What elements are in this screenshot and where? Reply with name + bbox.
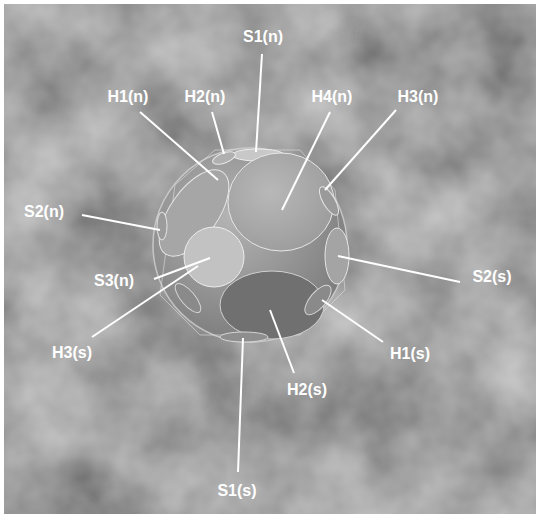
part-label: H2(n) (185, 88, 226, 106)
part-label: H3(n) (398, 88, 439, 106)
part-label: S1(s) (217, 482, 256, 500)
part-label: H3(s) (52, 344, 92, 362)
part-label: H1(s) (390, 345, 430, 363)
leader-lines (82, 54, 460, 472)
part-label: S1(n) (243, 28, 283, 46)
part-label: H4(n) (312, 88, 353, 106)
part-label: S2(s) (472, 268, 511, 286)
cloud-background (4, 4, 536, 514)
part-label: S2(n) (24, 203, 64, 221)
part-label: H1(n) (108, 88, 149, 106)
part-label: H2(s) (287, 381, 327, 399)
polyhedron (146, 148, 349, 342)
part-label: S3(n) (94, 272, 134, 290)
background (4, 4, 536, 514)
